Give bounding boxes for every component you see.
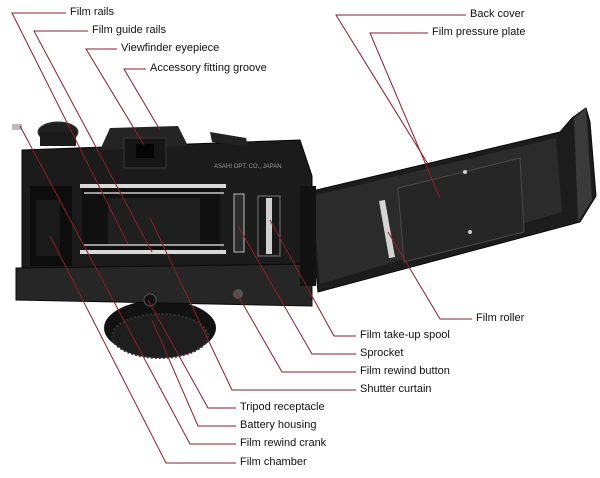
label-film-guide-rails: Film guide rails: [92, 24, 166, 36]
film-take-up-spool: [257, 195, 281, 257]
label-tripod-receptacle: Tripod receptacle: [240, 401, 325, 413]
leader-film-guide-rails: [33, 30, 153, 253]
film-roller: [379, 199, 395, 259]
leader-accessory-fitting: [123, 68, 161, 131]
label-battery-housing: Battery housing: [240, 419, 317, 431]
label-film-take-up-spool: Film take-up spool: [360, 329, 450, 341]
shutter-curtain: [82, 186, 220, 252]
label-viewfinder-eyepiece: Viewfinder eyepiece: [121, 42, 220, 54]
label-film-rewind-button: Film rewind button: [360, 365, 450, 377]
label-sprocket: Sprocket: [360, 347, 404, 359]
label-film-rails: Film rails: [70, 6, 114, 18]
leader-film-roller: [387, 231, 472, 320]
hinge: [300, 186, 316, 286]
leader-battery-housing: [151, 319, 236, 427]
film-pressure-plate: [397, 157, 525, 263]
leader-shutter-curtain: [149, 217, 356, 391]
film-rails: [80, 184, 226, 254]
body-engraving: ASAHI OPT. CO., JAPAN: [214, 164, 282, 170]
sprocket: [233, 193, 245, 253]
label-shutter-curtain: Shutter curtain: [360, 383, 432, 395]
label-film-roller: Film roller: [476, 312, 525, 324]
leader-tripod-receptacle: [147, 299, 236, 409]
label-film-pressure-plate: Film pressure plate: [432, 26, 526, 38]
leader-film-rewind-crank: [19, 125, 236, 445]
leader-viewfinder-eyepiece: [85, 48, 145, 146]
leader-film-chamber: [49, 235, 236, 464]
label-accessory-fitting-groove: Accessory fitting groove: [150, 62, 267, 74]
leader-film-take-up-spool: [269, 219, 356, 337]
strap-lug: [12, 124, 22, 130]
leader-film-rewind-button: [235, 291, 356, 373]
leader-back-cover: [335, 14, 466, 165]
leader-lines: [11, 12, 472, 464]
film-chamber: [30, 186, 72, 266]
label-back-cover: Back cover: [470, 8, 525, 20]
label-film-rewind-crank: Film rewind crank: [240, 437, 327, 449]
leader-sprocket: [237, 225, 356, 355]
leader-film-pressure-plate: [369, 32, 441, 199]
label-film-chamber: Film chamber: [240, 456, 307, 468]
leader-film-rails: [11, 12, 129, 245]
